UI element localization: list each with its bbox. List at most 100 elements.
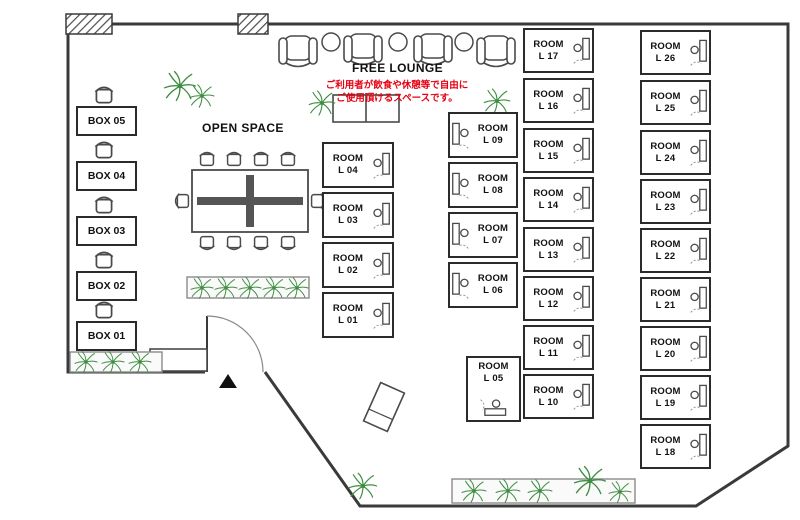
room-label: ROOM L 17	[533, 38, 564, 62]
box-04: BOX 04	[76, 161, 137, 191]
room-label: ROOM L 04	[332, 153, 364, 176]
room-label: ROOM L 22	[650, 238, 681, 262]
room-label: ROOM L 05	[478, 361, 509, 384]
room-label: ROOM L 13	[533, 237, 564, 261]
room-label: ROOM L 23	[650, 189, 681, 213]
room-l13: ROOM L 13	[523, 227, 594, 272]
desk-chair-icon	[689, 185, 708, 218]
desk-chair-icon	[689, 234, 708, 267]
side-table	[321, 32, 341, 52]
room-label: ROOM L 10	[533, 384, 564, 408]
desk-chair-icon	[477, 398, 510, 417]
room-label: ROOM L 24	[650, 140, 681, 164]
desk-chair-icon	[689, 430, 708, 463]
desk-chair-icon	[372, 249, 391, 282]
room-l23: ROOM L 23	[640, 179, 711, 224]
room-l01: ROOM L 01	[322, 292, 394, 338]
room-l06: ROOM L 06	[448, 262, 518, 308]
desk-chair-icon	[689, 36, 708, 69]
wall-hatch-left	[65, 13, 113, 35]
room-l05: ROOM L 05	[466, 356, 521, 422]
entrance-door	[206, 315, 264, 373]
desk-chair-icon	[572, 84, 591, 117]
room-label: ROOM L 07	[477, 223, 509, 246]
box-label: BOX 05	[87, 115, 126, 127]
room-l26: ROOM L 26	[640, 30, 711, 75]
desk-chair-icon	[572, 183, 591, 216]
room-l11: ROOM L 11	[523, 325, 594, 370]
room-l22: ROOM L 22	[640, 228, 711, 273]
desk-chair-icon	[372, 149, 391, 182]
room-l15: ROOM L 15	[523, 128, 594, 173]
room-label: ROOM L 12	[533, 286, 564, 310]
room-l09: ROOM L 09	[448, 112, 518, 158]
desk-chair-icon	[689, 136, 708, 169]
storage-counter	[332, 94, 400, 123]
room-l16: ROOM L 16	[523, 78, 594, 123]
side-table	[454, 32, 474, 52]
wall-hatch-mid	[237, 13, 269, 35]
desk-chair-icon	[689, 381, 708, 414]
room-l04: ROOM L 04	[322, 142, 394, 188]
room-l17: ROOM L 17	[523, 28, 594, 73]
room-label: ROOM L 19	[650, 385, 681, 409]
desk-chair-icon	[689, 283, 708, 316]
room-label: ROOM L 15	[533, 138, 564, 162]
meeting-table	[191, 169, 309, 233]
desk-chair-icon	[572, 134, 591, 167]
room-l19: ROOM L 19	[640, 375, 711, 420]
room-label: ROOM L 02	[332, 253, 364, 276]
desk-chair-icon	[572, 34, 591, 67]
room-l18: ROOM L 18	[640, 424, 711, 469]
side-table	[388, 32, 408, 52]
free-lounge-label: FREE LOUNGE	[352, 61, 444, 75]
room-label: ROOM L 09	[477, 123, 509, 146]
desk-chair-icon	[451, 269, 470, 302]
room-label: ROOM L 18	[650, 434, 681, 458]
room-l12: ROOM L 12	[523, 276, 594, 321]
room-l02: ROOM L 02	[322, 242, 394, 288]
room-l20: ROOM L 20	[640, 326, 711, 371]
room-label: ROOM L 08	[477, 173, 509, 196]
desk-chair-icon	[451, 219, 470, 252]
box-label: BOX 04	[87, 170, 126, 182]
box-01: BOX 01	[76, 321, 137, 351]
box-02: BOX 02	[76, 271, 137, 301]
room-l03: ROOM L 03	[322, 192, 394, 238]
room-l21: ROOM L 21	[640, 277, 711, 322]
outer-walls	[65, 13, 790, 508]
room-label: ROOM L 25	[650, 90, 681, 114]
box-label: BOX 01	[87, 330, 126, 342]
lounge-chairs	[278, 32, 516, 68]
desk-chair-icon	[372, 199, 391, 232]
room-l25: ROOM L 25	[640, 80, 711, 125]
room-l08: ROOM L 08	[448, 162, 518, 208]
room-label: ROOM L 01	[332, 303, 364, 326]
desk-chair-icon	[451, 169, 470, 202]
room-l07: ROOM L 07	[448, 212, 518, 258]
room-label: ROOM L 21	[650, 287, 681, 311]
desk-chair-icon	[572, 233, 591, 266]
open-space-label: OPEN SPACE	[202, 121, 284, 135]
box-label: BOX 02	[87, 280, 126, 292]
free-lounge-note: ご利用者が飲食や休憩等で自由に ご使用頂けるスペースです。	[325, 80, 469, 104]
box-label: BOX 03	[87, 225, 126, 237]
entrance-marker	[219, 374, 237, 388]
reception-desk	[362, 381, 406, 433]
desk-chair-icon	[372, 299, 391, 332]
room-label: ROOM L 26	[650, 40, 681, 64]
desk-chair-icon	[451, 119, 470, 152]
room-label: ROOM L 03	[332, 203, 364, 226]
room-label: ROOM L 11	[533, 335, 564, 359]
box-05: BOX 05	[76, 106, 137, 136]
desk-chair-icon	[572, 282, 591, 315]
room-label: ROOM L 14	[533, 187, 564, 211]
desk-chair-icon	[689, 86, 708, 119]
room-l10: ROOM L 10	[523, 374, 594, 419]
room-label: ROOM L 16	[533, 88, 564, 112]
room-label: ROOM L 20	[650, 336, 681, 360]
room-label: ROOM L 06	[477, 273, 509, 296]
desk-chair-icon	[572, 380, 591, 413]
